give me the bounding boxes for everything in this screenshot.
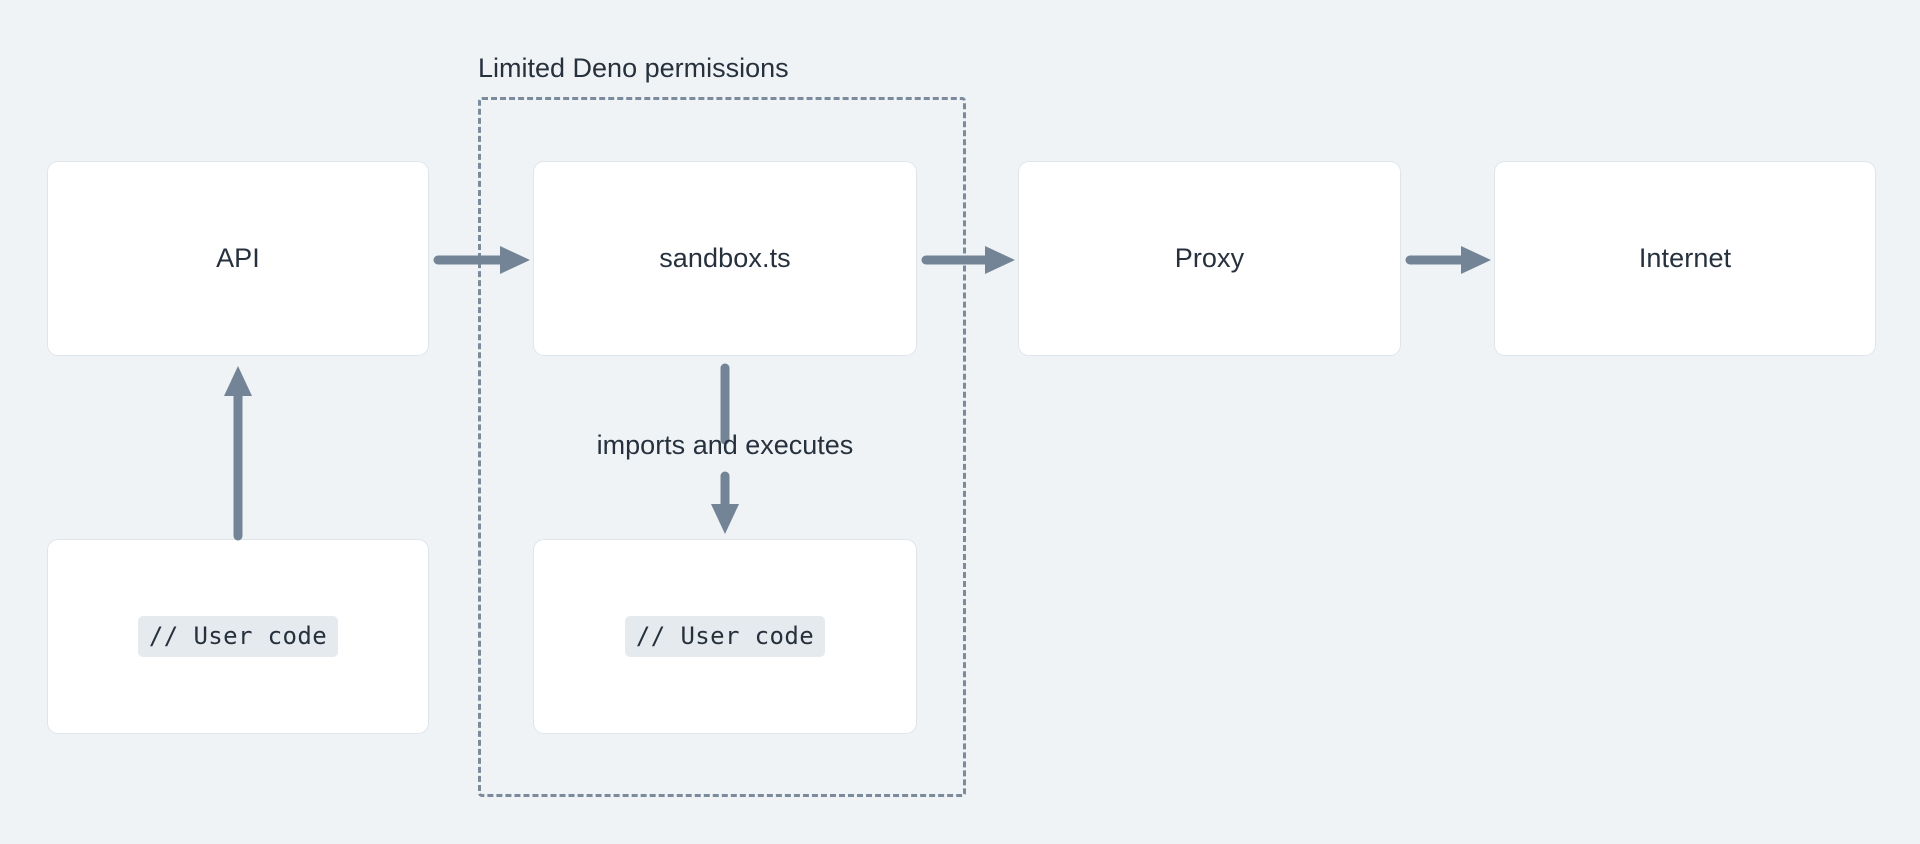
node-sandbox-label: sandbox.ts: [659, 243, 791, 273]
node-user-code-sandbox[interactable]: // User code: [534, 540, 916, 733]
limited-deno-permissions-label: Limited Deno permissions: [478, 53, 789, 83]
arrow-proxy-to-internet-icon: [1405, 238, 1495, 282]
node-api-label: API: [216, 243, 260, 273]
node-proxy[interactable]: Proxy: [1019, 162, 1400, 355]
arrow-sandbox-to-user-code-upper-segment-icon: [712, 363, 738, 445]
node-api[interactable]: API: [48, 162, 428, 355]
node-internet[interactable]: Internet: [1495, 162, 1875, 355]
arrow-sandbox-to-proxy-icon: [921, 238, 1019, 282]
node-internet-label: Internet: [1638, 243, 1732, 273]
node-user-code-outside[interactable]: // User code: [48, 540, 428, 733]
node-proxy-label: Proxy: [1174, 243, 1245, 273]
edge-label-imports-and-executes: imports and executes: [596, 430, 854, 460]
arrow-sandbox-to-user-code-lower-segment-icon: [711, 471, 756, 540]
limited-deno-permissions-boundary: [478, 97, 966, 797]
arrow-api-to-sandbox-icon: [433, 238, 534, 282]
node-sandbox[interactable]: sandbox.ts: [534, 162, 916, 355]
node-user-code-outside-label: // User code: [137, 616, 339, 657]
node-user-code-sandbox-label: // User code: [624, 616, 826, 657]
arrow-user-code-to-api-icon: [216, 350, 260, 541]
